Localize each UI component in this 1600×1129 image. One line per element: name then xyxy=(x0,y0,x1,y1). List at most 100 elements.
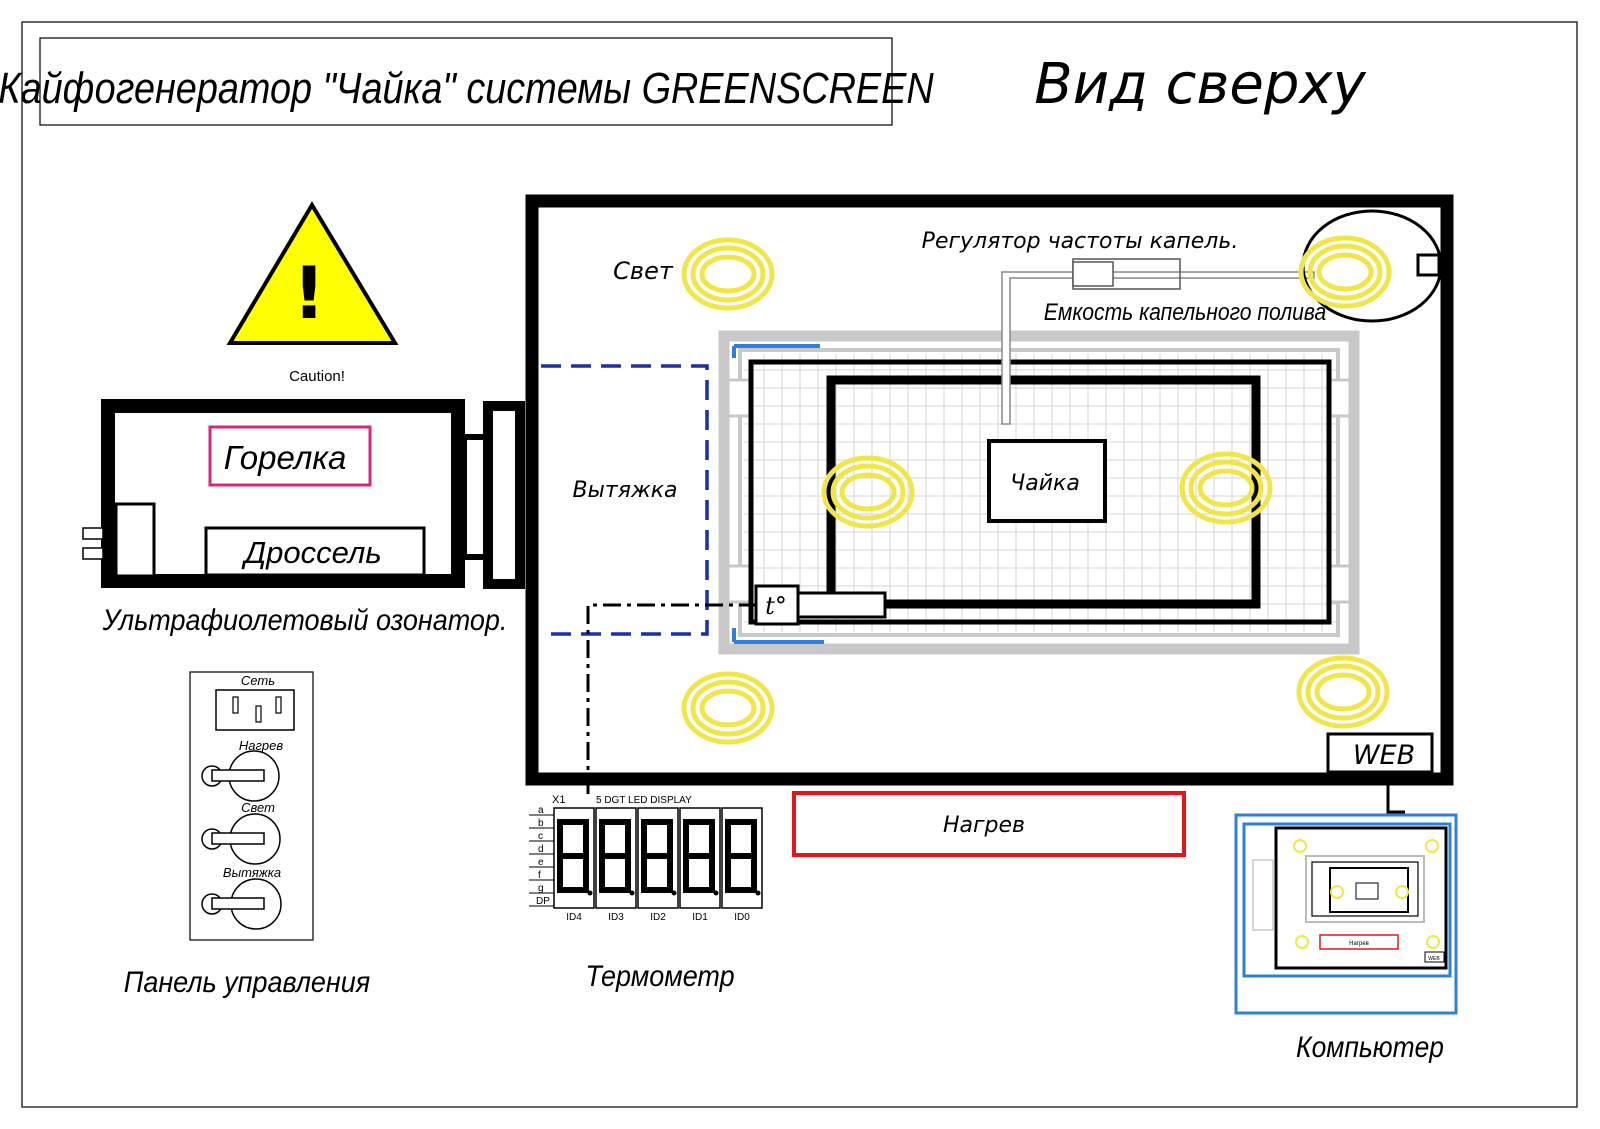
segment-pin-label: e xyxy=(538,857,544,868)
sensor-cable xyxy=(586,603,757,800)
ozonator: Горелка Дроссель Ультрафиолетовый озонат… xyxy=(82,399,525,638)
lamp-ring xyxy=(681,237,775,311)
lamp-ring xyxy=(830,463,906,521)
thumbnail-seagull xyxy=(1355,882,1379,900)
segment-pin-label: a xyxy=(538,805,544,816)
corner-mark xyxy=(732,628,824,644)
corner-mark xyxy=(732,344,820,358)
lamp-icon xyxy=(1298,235,1392,309)
thermometer-module-id: X1 xyxy=(552,794,565,806)
thumbnail-lamp xyxy=(1330,885,1344,899)
segment-pin-label: g xyxy=(538,883,544,894)
heater-box xyxy=(792,791,1186,857)
burner-label: Горелка xyxy=(224,439,347,476)
lamp-ring xyxy=(1305,663,1381,721)
lamp-ring xyxy=(821,455,915,529)
thumbnail-lamp xyxy=(1425,839,1439,853)
ozonator-caption: Ультрафиолетовый озонатор. xyxy=(102,604,508,638)
led-dot xyxy=(587,890,593,896)
tray-clip xyxy=(726,564,752,604)
drip-valve xyxy=(1072,261,1114,287)
socket-slot xyxy=(255,705,262,723)
switch-label-exhaust: Вытяжка xyxy=(223,865,281,880)
thumbnail-web xyxy=(1424,951,1445,963)
lamp-ring xyxy=(1296,655,1390,729)
switch-lever xyxy=(211,769,265,782)
led-dot xyxy=(671,890,677,896)
socket-label: Сеть xyxy=(241,673,275,688)
light-label: Свет xyxy=(613,257,674,285)
heater-label: Нагрев xyxy=(943,813,1025,838)
led-dot xyxy=(629,890,635,896)
tray-inner xyxy=(738,348,1340,637)
page-title: Кайфогенератор "Чайка" системы GREENSCRE… xyxy=(0,63,934,112)
plug-pin xyxy=(82,527,104,540)
seagull-box xyxy=(987,439,1107,523)
temp-sensor-label: t° xyxy=(765,592,787,620)
exhaust-label: Вытяжка xyxy=(572,478,677,503)
lamp-ring xyxy=(1316,252,1374,292)
lamp-ring xyxy=(839,472,897,512)
warning-icon-symbol: ! xyxy=(293,251,326,335)
thumbnail-tray xyxy=(1305,855,1425,923)
drip-tank-cap xyxy=(1416,253,1441,277)
switch-lever xyxy=(211,832,265,845)
segment-pin-label: f xyxy=(538,870,541,881)
segment-pin-label: c xyxy=(538,831,543,842)
led-digit: ID2 xyxy=(637,807,679,923)
lamp-ring xyxy=(699,688,757,728)
drip-tube xyxy=(1001,271,1315,425)
computer-caption: Компьютер xyxy=(1296,1029,1444,1063)
digit-id-label: ID0 xyxy=(734,912,750,923)
tray-clip xyxy=(726,378,752,418)
lamps xyxy=(681,235,1392,745)
control-panel: Сеть Нагрев Свет Вытяжка Панель управлен… xyxy=(124,671,370,999)
digit-id-label: ID3 xyxy=(608,912,624,923)
plug-pin xyxy=(82,547,104,560)
connector-flange xyxy=(461,434,489,560)
segment-pin-label: b xyxy=(538,818,544,829)
caution-sign: ! Caution! xyxy=(226,201,399,385)
computer: Нагрев WEB Компьютер xyxy=(1234,813,1458,1063)
thumbnail-heater xyxy=(1319,934,1399,950)
title-block: Кайфогенератор "Чайка" системы GREENSCRE… xyxy=(0,37,934,126)
drip-regulator-label: Регулятор частоты капель. xyxy=(922,229,1239,254)
lamp-ring xyxy=(1307,243,1383,301)
bed-frame-outer xyxy=(748,359,1332,625)
caution-label: Caution! xyxy=(289,368,345,385)
switch-label-light: Свет xyxy=(241,800,275,815)
drip-tank-label: Емкость капельного полива xyxy=(1044,299,1326,326)
lamp-ring xyxy=(681,671,775,745)
led-digits: ID4 ID3 ID2 ID1 ID0 xyxy=(553,807,763,923)
view-label: Вид сверху xyxy=(1034,52,1366,117)
thermometer-caption: Термометр xyxy=(585,960,734,994)
led-digit: ID3 xyxy=(595,807,637,923)
choke-label: Дроссель xyxy=(241,535,381,570)
digit-id-label: ID2 xyxy=(650,912,666,923)
web-cable xyxy=(1386,782,1405,814)
screen-thumbnail: Нагрев WEB xyxy=(1252,826,1448,970)
socket-slot xyxy=(275,696,282,714)
exhaust-duct xyxy=(541,364,709,636)
led-dot xyxy=(713,890,719,896)
led-digit: ID1 xyxy=(679,807,721,923)
digit-id-label: ID1 xyxy=(692,912,708,923)
seagull-label: Чайка xyxy=(1010,471,1080,496)
thumbnail-lamp xyxy=(1293,839,1307,853)
digit-id-label: ID4 xyxy=(566,912,582,923)
ozonator-block xyxy=(114,502,156,578)
thumbnail-web-label: WEB xyxy=(1428,956,1440,962)
web-camera-box xyxy=(1326,732,1434,774)
lamp-ring xyxy=(1197,468,1255,508)
web-label: WEB xyxy=(1353,740,1415,771)
switch-label-heat: Нагрев xyxy=(239,738,283,753)
lamp-ring xyxy=(1179,451,1273,525)
lamp-icon xyxy=(681,671,775,745)
segment-pin-label: d xyxy=(538,844,544,855)
lamp-ring xyxy=(1188,459,1264,517)
title-frame xyxy=(39,37,893,126)
socket-slot xyxy=(232,696,239,714)
